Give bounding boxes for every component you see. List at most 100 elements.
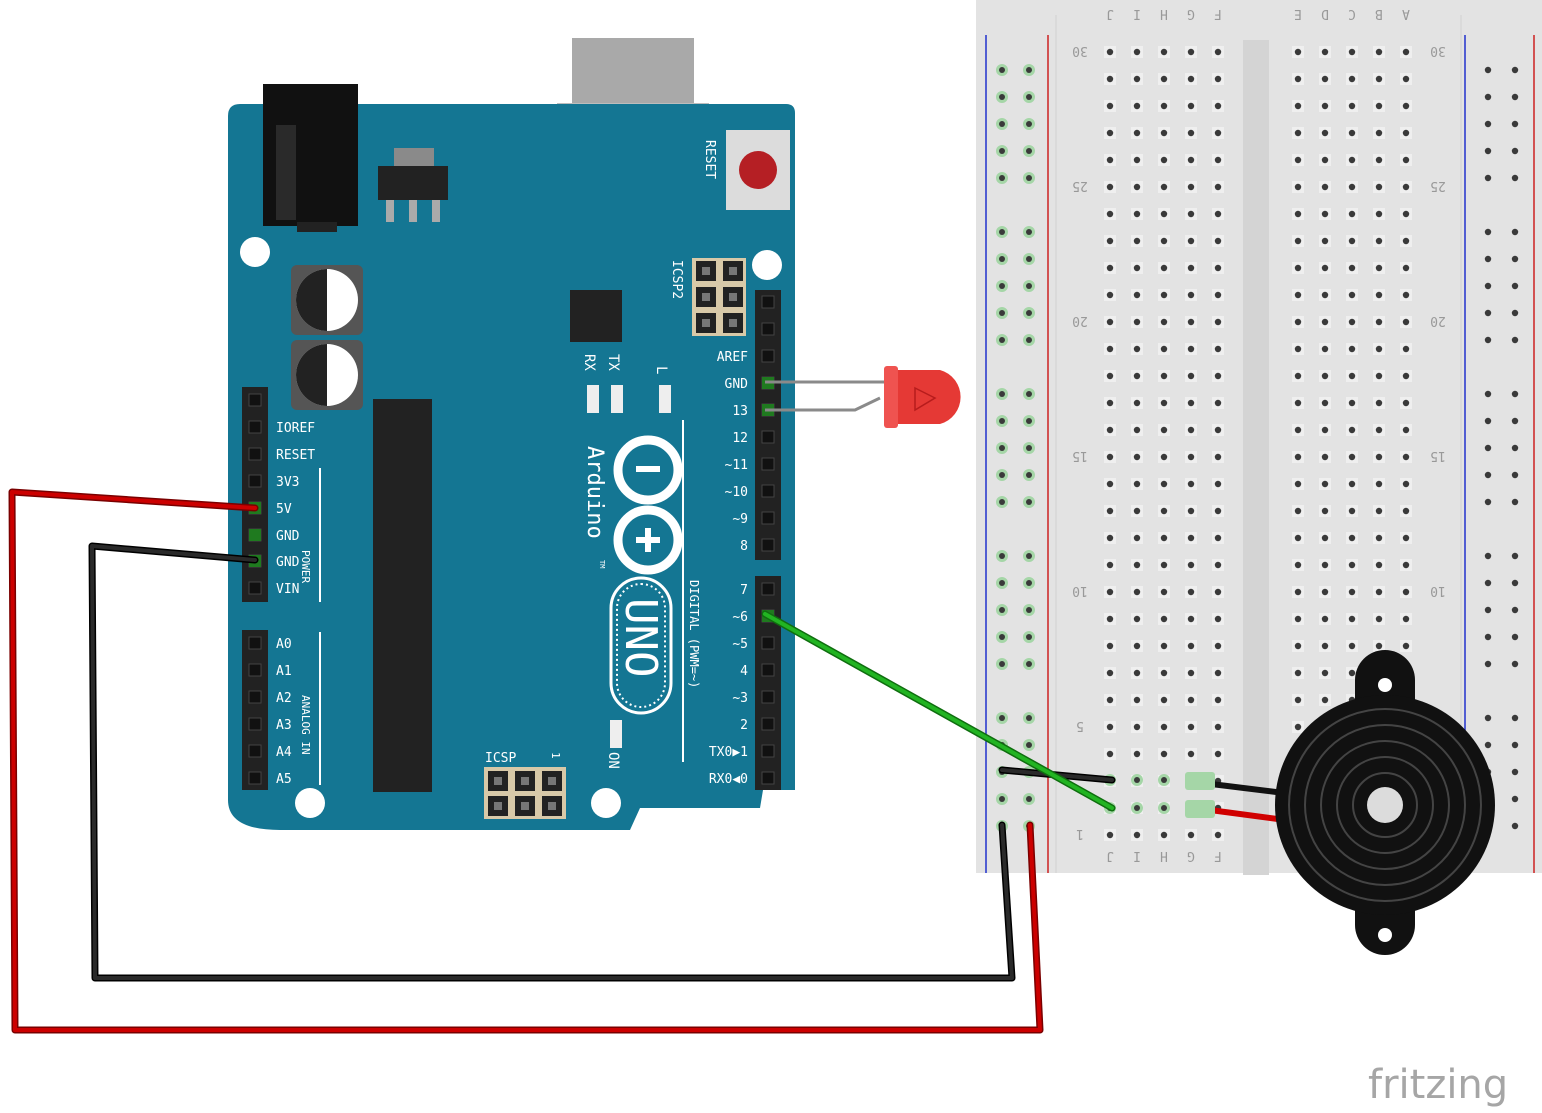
breadboard-hole (1133, 210, 1141, 218)
breadboard-hole (1294, 453, 1302, 461)
reset-button[interactable] (739, 151, 777, 189)
capacitor-1 (291, 265, 363, 335)
digital-pin[interactable] (761, 771, 775, 785)
rail-hole (1026, 391, 1032, 397)
breadboard-hole (1294, 156, 1302, 164)
breadboard-hole (1375, 426, 1383, 434)
breadboard-hole (1321, 291, 1329, 299)
breadboard-hole (1187, 345, 1195, 353)
digital-pin[interactable] (761, 457, 775, 471)
breadboard-hole (1160, 723, 1168, 731)
digital-pin[interactable] (761, 538, 775, 552)
power-pin[interactable] (248, 447, 262, 461)
breadboard-hole (1294, 264, 1302, 272)
rx-led (587, 385, 599, 413)
power-pin[interactable] (248, 581, 262, 595)
digital-pin[interactable] (761, 430, 775, 444)
breadboard-hole (1348, 480, 1356, 488)
breadboard-hole (1187, 696, 1195, 704)
breadboard-hole (1375, 507, 1383, 515)
rail-hole (1026, 229, 1032, 235)
digital-pin[interactable] (761, 322, 775, 336)
power-pin[interactable] (248, 474, 262, 488)
breadboard-hole (1214, 318, 1222, 326)
rail-hole (1484, 714, 1492, 722)
column-label: G (1187, 848, 1195, 863)
power-pin-label: RESET (276, 448, 315, 463)
digital-header-bottom (755, 576, 781, 790)
breadboard-hole (1402, 129, 1410, 137)
connected-hole (1161, 805, 1167, 811)
breadboard-hole (1160, 588, 1168, 596)
breadboard-hole (1402, 237, 1410, 245)
breadboard-hole (1402, 399, 1410, 407)
rail-hole (1511, 309, 1519, 317)
breadboard-hole (1402, 264, 1410, 272)
breadboard-hole (1321, 399, 1329, 407)
breadboard-hole (1402, 615, 1410, 623)
digital-pin[interactable] (761, 690, 775, 704)
breadboard-hole (1133, 669, 1141, 677)
capacitor-2 (291, 340, 363, 410)
breadboard-hole (1214, 831, 1222, 839)
rail-hole (999, 661, 1005, 667)
breadboard-hole (1160, 264, 1168, 272)
breadboard-hole (1214, 183, 1222, 191)
analog-pin-label: A0 (276, 637, 292, 652)
breadboard-hole (1187, 453, 1195, 461)
rail-hole (1484, 471, 1492, 479)
rail-hole (1484, 309, 1492, 317)
digital-pin[interactable] (761, 484, 775, 498)
breadboard-hole (1348, 642, 1356, 650)
analog-pin[interactable] (248, 663, 262, 677)
digital-pin-label: 13 (732, 404, 748, 419)
digital-pin[interactable] (761, 582, 775, 596)
breadboard-hole (1214, 129, 1222, 137)
digital-pin[interactable] (761, 663, 775, 677)
rail-hole (1026, 499, 1032, 505)
analog-pin[interactable] (248, 771, 262, 785)
analog-pin[interactable] (248, 717, 262, 731)
digital-pin[interactable] (761, 295, 775, 309)
breadboard-hole (1402, 588, 1410, 596)
breadboard-hole (1214, 615, 1222, 623)
breadboard-hole (1106, 183, 1114, 191)
power-pin[interactable] (248, 393, 262, 407)
breadboard-hole (1348, 507, 1356, 515)
breadboard-hole (1160, 183, 1168, 191)
column-label: C (1348, 6, 1356, 21)
led-rim (884, 366, 898, 428)
digital-pin[interactable] (761, 744, 775, 758)
regulator-leg (432, 200, 440, 222)
rail-hole (999, 391, 1005, 397)
breadboard-hole (1375, 372, 1383, 380)
breadboard-hole (1375, 156, 1383, 164)
breadboard-hole (1321, 345, 1329, 353)
breadboard-hole (1160, 696, 1168, 704)
digital-pin[interactable] (761, 717, 775, 731)
breadboard-hole (1160, 129, 1168, 137)
led (765, 366, 961, 428)
breadboard-hole (1106, 210, 1114, 218)
digital-pin[interactable] (761, 636, 775, 650)
breadboard-hole (1133, 237, 1141, 245)
power-pin-label: 3V3 (276, 475, 299, 490)
breadboard-hole (1160, 48, 1168, 56)
analog-pin[interactable] (248, 744, 262, 758)
analog-pin[interactable] (248, 690, 262, 704)
breadboard-hole (1375, 561, 1383, 569)
power-pin[interactable] (248, 420, 262, 434)
breadboard-hole (1348, 210, 1356, 218)
digital-pin-label: 2 (740, 718, 748, 733)
led-die (914, 386, 937, 412)
analog-pin[interactable] (248, 636, 262, 650)
icsp-pin (494, 777, 502, 785)
rail-hole (1511, 255, 1519, 263)
digital-pin[interactable] (761, 349, 775, 363)
breadboard-hole (1402, 642, 1410, 650)
breadboard-hole (1402, 453, 1410, 461)
rail-hole (1511, 471, 1519, 479)
breadboard-hole (1187, 399, 1195, 407)
digital-pin[interactable] (761, 511, 775, 525)
breadboard-hole (1214, 156, 1222, 164)
